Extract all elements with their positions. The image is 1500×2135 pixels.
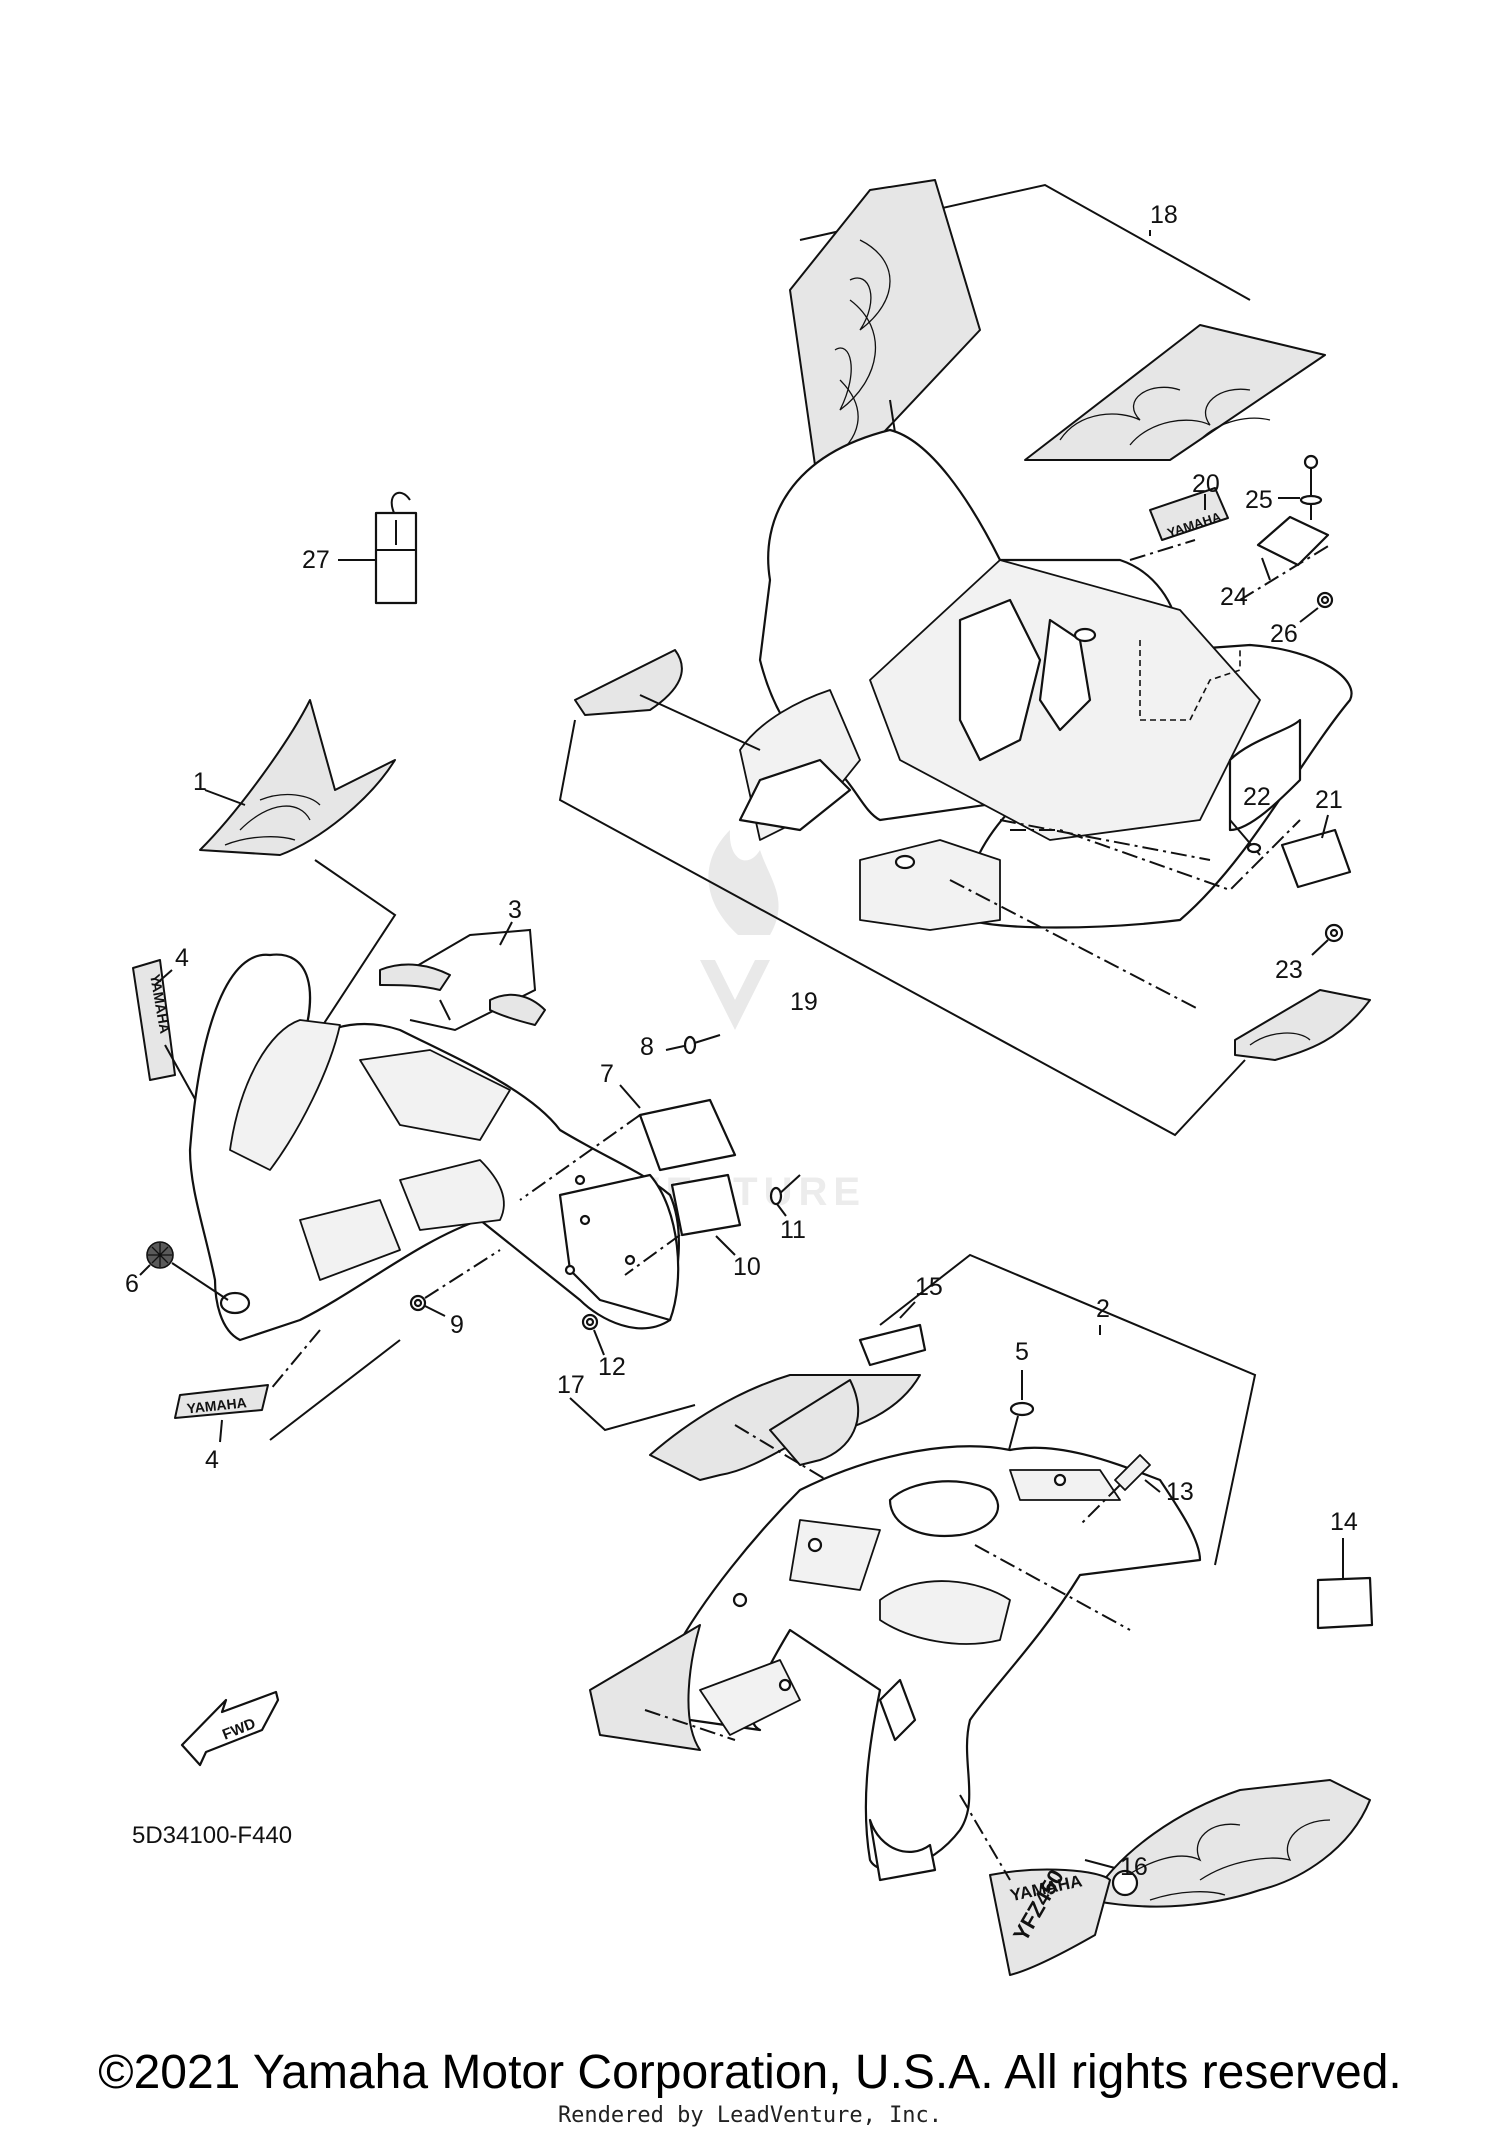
part-24-plate: 24 (1220, 515, 1331, 611)
callout-4-upper: 4 (175, 944, 189, 972)
callout-25: 25 (1245, 486, 1273, 514)
callout-8: 8 (640, 1033, 654, 1061)
callout-27: 27 (302, 546, 330, 574)
callout-16: 16 (1120, 1853, 1148, 1881)
callout-26: 26 (1270, 620, 1298, 648)
callout-21: 21 (1315, 786, 1343, 814)
part-23-washer: 23 (1275, 923, 1344, 984)
part-26-washer: 26 (1270, 591, 1334, 648)
callout-2: 2 (1096, 1295, 1110, 1323)
fwd-arrow-icon: FWD (180, 1690, 280, 1767)
callout-17: 17 (557, 1371, 585, 1399)
yamaha-decal-4-lower-text: YAMAHA (186, 1394, 247, 1416)
callout-5: 5 (1015, 1338, 1029, 1366)
callout-23: 23 (1275, 956, 1303, 984)
callout-14: 14 (1330, 1508, 1358, 1536)
part-27-tag: 27 (302, 491, 418, 605)
rendered-by-notice: Rendered by LeadVenture, Inc. (557, 2103, 943, 2128)
callout-7: 7 (600, 1060, 614, 1088)
callout-9: 9 (450, 1311, 464, 1339)
front-fender-assembly: 1 YAMAHA 4 3 6 YAMAHA 4 (125, 699, 806, 1474)
callout-1: 1 (193, 768, 207, 796)
tank-cover-assembly: 2 15 5 13 17 (557, 1253, 1374, 1976)
callout-22: 22 (1243, 783, 1271, 811)
callout-18: 18 (1150, 201, 1178, 229)
rear-fender-assembly (558, 179, 1371, 1137)
callout-4-lower: 4 (205, 1446, 219, 1474)
part-25-rivet: 25 (1245, 454, 1323, 520)
callout-19: 19 (790, 988, 818, 1016)
part-20-yamaha-decal: YAMAHA 20 (1129, 470, 1229, 561)
copyright-notice: ©2021 Yamaha Motor Corporation, U.S.A. A… (98, 2046, 1402, 2099)
part-21-plate: 21 (1280, 786, 1352, 889)
callout-6: 6 (125, 1270, 139, 1298)
part-22-rivet: 22 (1229, 783, 1271, 856)
callout-20: 20 (1192, 470, 1220, 498)
callout-13: 13 (1166, 1478, 1194, 1506)
callout-18-group: 18 (1150, 201, 1178, 229)
callout-11: 11 (780, 1216, 806, 1244)
diagram-code: 5D34100-F440 (132, 1822, 293, 1849)
callout-3: 3 (508, 896, 522, 924)
callout-15: 15 (915, 1273, 943, 1301)
callout-10: 10 (733, 1253, 761, 1281)
callout-12: 12 (598, 1353, 626, 1381)
